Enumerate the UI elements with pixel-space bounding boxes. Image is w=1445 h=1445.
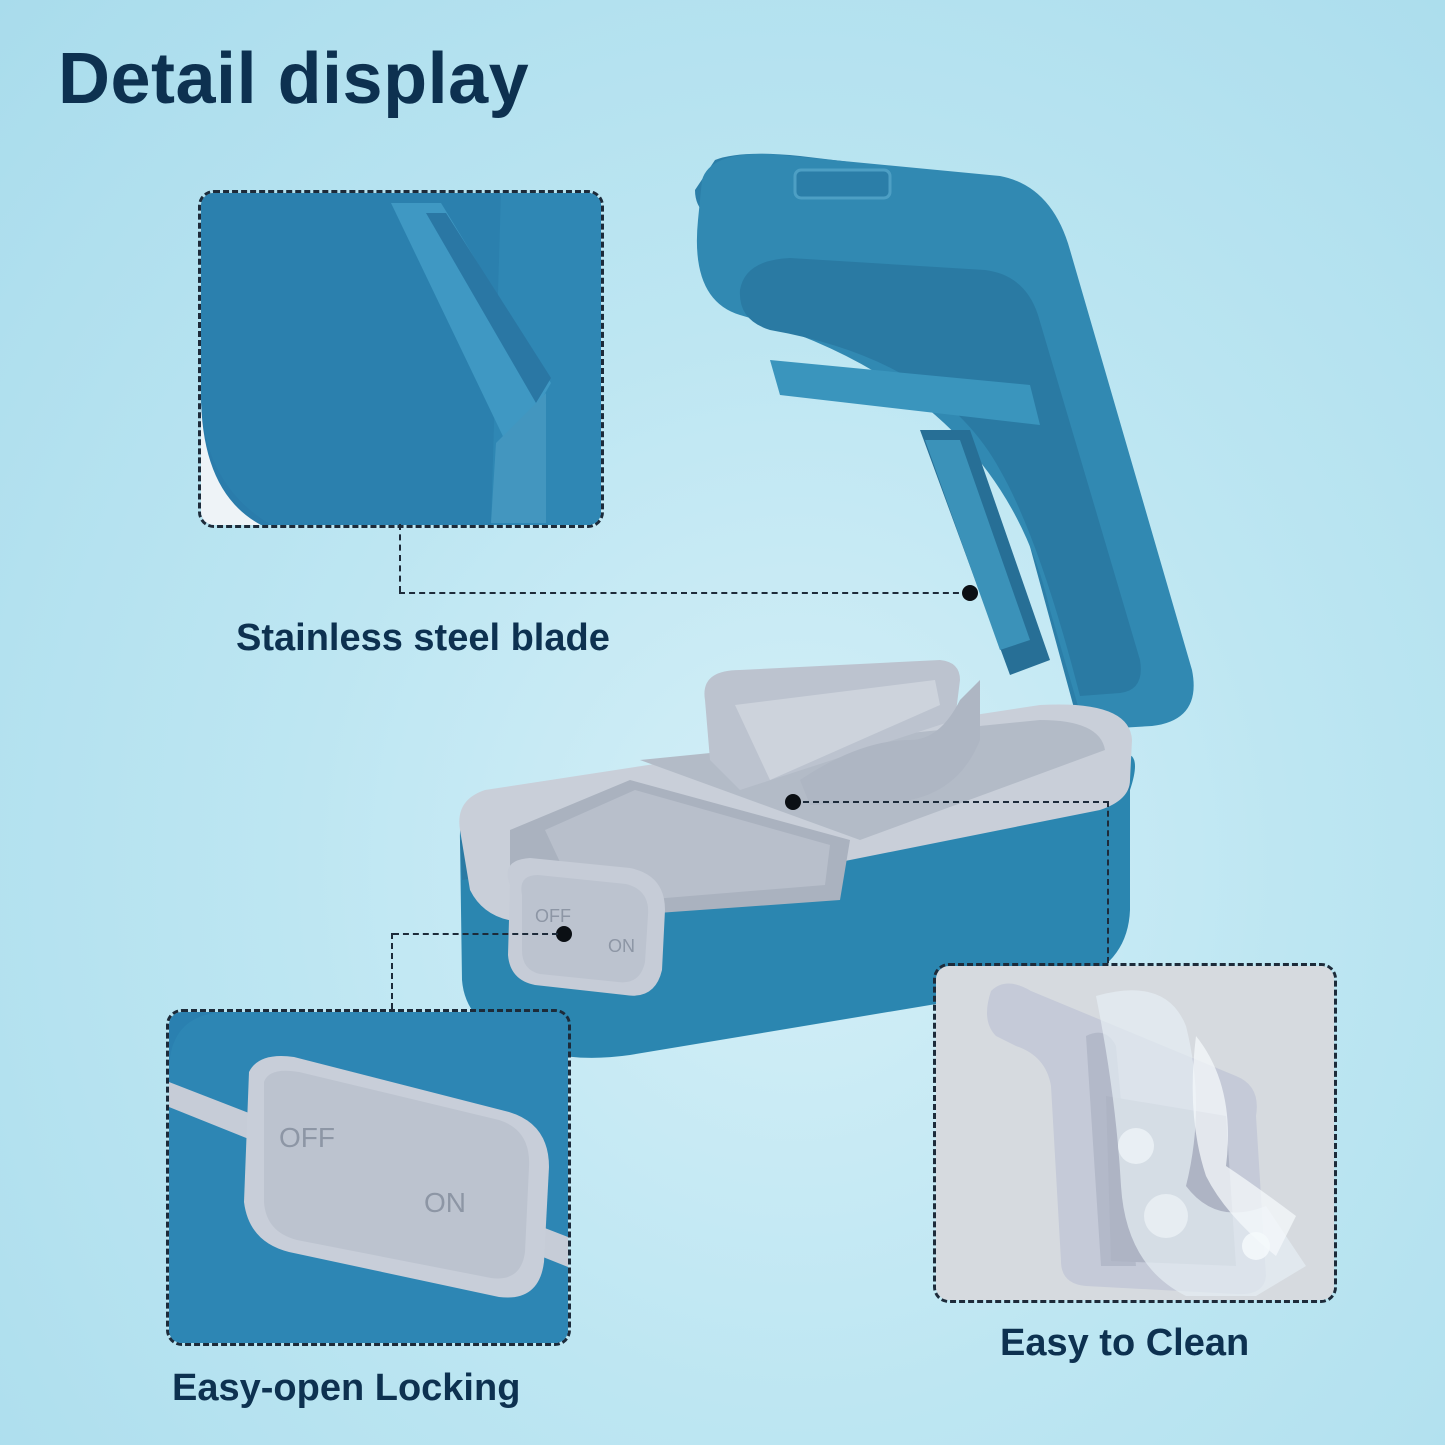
lock-off-text: OFF (279, 1122, 335, 1153)
clean-detail-panel (933, 963, 1337, 1303)
blade-detail-panel (198, 190, 604, 528)
locking-caption: Easy-open Locking (172, 1367, 521, 1409)
lid (695, 153, 1194, 730)
lock-closeup-image: OFF ON (169, 1012, 568, 1343)
lock-on-text: ON (424, 1187, 466, 1218)
lock-on-label: ON (608, 936, 635, 956)
blade-caption: Stainless steel blade (236, 617, 610, 659)
lock-slider: OFF ON (507, 858, 665, 996)
clean-caption: Easy to Clean (1000, 1322, 1250, 1364)
locking-detail-panel: OFF ON (166, 1009, 571, 1346)
page-title: Detail display (58, 39, 530, 119)
water-rinse-image (936, 966, 1334, 1300)
blade-closeup-image (201, 193, 601, 525)
lock-off-label: OFF (535, 906, 571, 926)
pill-cutter-illustration: OFF ON (459, 153, 1194, 1058)
